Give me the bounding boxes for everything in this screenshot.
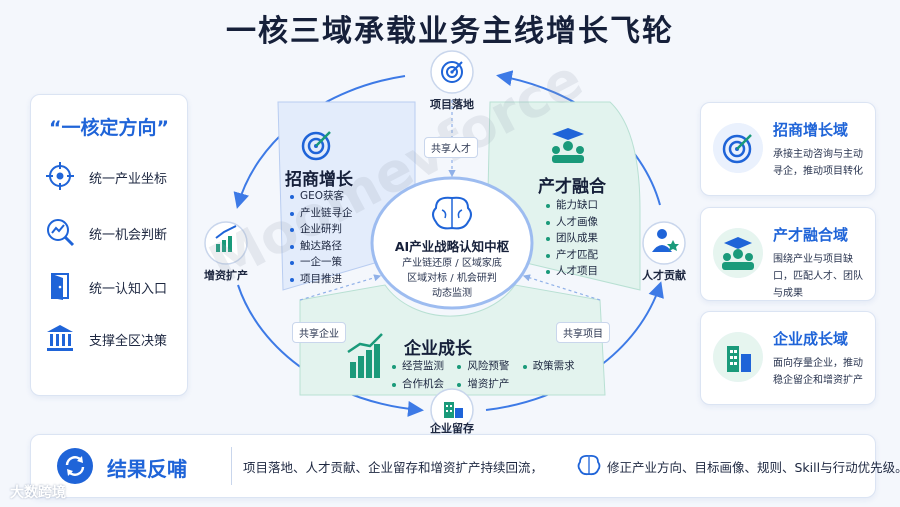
- bar-chart-icon: [347, 333, 383, 378]
- target-icon: [713, 123, 763, 173]
- right-card-chancai: 产才融合域 围绕产业与项目缺口，匹配人才、团队与成果: [700, 207, 876, 301]
- bottom-text-2: 修正产业方向、目标画像、规则、Skill与行动优先级。: [607, 460, 900, 475]
- target-icon: [441, 61, 463, 83]
- left-item-label: 统一产业坐标: [89, 172, 168, 187]
- sector-zhaoshang-list: GEO获客 产业链寻企 企业研判 触达路径 一企一策 项目推进: [290, 188, 353, 287]
- left-item-4: 支撑全区决策: [45, 323, 185, 353]
- right-card-title: 企业成长域: [773, 330, 849, 348]
- left-panel-title: “一核定方向”: [49, 117, 169, 139]
- brain-icon: [577, 454, 601, 476]
- right-card-title: 招商增长域: [773, 121, 849, 139]
- sector-qiye-list-row1: 经营监测 风险预警 政策需求: [392, 358, 575, 375]
- left-item-label: 统一认知入口: [89, 282, 168, 297]
- right-card-text: 面向存量企业，推动稳企留企和增资扩产: [773, 358, 863, 386]
- right-card-zhaoshang: 招商增长域 承接主动咨询与主动寻企，推动项目转化: [700, 102, 876, 196]
- bank-icon: [47, 325, 73, 351]
- list-item: 一企一策: [290, 254, 353, 271]
- bar-growth-icon: [215, 225, 237, 252]
- list-item: 产才匹配: [546, 247, 598, 264]
- right-card-qiye: 企业成长域 面向存量企业，推动稳企留企和增资扩产: [700, 311, 876, 405]
- left-item-1: 统一产业坐标: [45, 161, 185, 191]
- center-hub-lines: 产业链还原 / 区域家底 区域对标 / 机会研判 动态监测: [382, 256, 522, 301]
- list-item: 团队成果: [546, 230, 598, 247]
- refresh-icon: [57, 448, 93, 484]
- share-label-top: 共享人才: [424, 137, 478, 158]
- brand-logo-text: 大数跨境: [10, 485, 66, 501]
- left-item-3: 统一认知入口: [45, 271, 185, 301]
- left-item-label: 支撑全区决策: [89, 334, 168, 349]
- node-bottom-label: 企业留存: [430, 422, 474, 435]
- bottom-divider: [231, 447, 232, 485]
- building-growth-icon: [713, 332, 763, 382]
- left-item-2: 统一机会判断: [45, 217, 185, 247]
- center-hub-line: 产业链还原 / 区域家底: [402, 258, 502, 269]
- list-item: 增资扩产: [457, 376, 509, 393]
- bottom-text-1: 项目落地、人才贡献、企业留存和增资扩产持续回流，: [243, 460, 544, 475]
- center-hub-line: 动态监测: [432, 288, 472, 299]
- right-card-text: 围绕产业与项目缺口，匹配人才、团队与成果: [773, 254, 863, 299]
- door-icon: [51, 273, 69, 300]
- sector-qiye-title: 企业成长: [404, 339, 472, 359]
- share-line-right: [522, 274, 601, 301]
- node-right-circle: [642, 221, 686, 265]
- sector-chancai-list: 能力缺口 人才画像 团队成果 产才匹配 人才项目: [546, 197, 598, 280]
- share-label-right: 共享项目: [556, 322, 610, 343]
- list-item: 人才项目: [546, 263, 598, 280]
- list-item: 产业链寻企: [290, 205, 353, 222]
- node-left-label: 增资扩产: [204, 269, 248, 282]
- building-icon: [444, 402, 463, 418]
- talent-group-icon: [713, 228, 763, 278]
- center-hub-line: 区域对标 / 机会研判: [407, 273, 497, 284]
- sector-zhaoshang-title: 招商增长: [285, 170, 353, 190]
- brain-icon: [432, 196, 472, 230]
- list-item: 企业研判: [290, 221, 353, 238]
- list-item: 触达路径: [290, 238, 353, 255]
- bottom-title: 结果反哺: [107, 457, 187, 481]
- crosshair-icon: [46, 162, 74, 190]
- list-item: 项目推进: [290, 271, 353, 288]
- target-dart-icon: [301, 131, 331, 161]
- node-right-label: 人才贡献: [642, 269, 686, 282]
- list-item: 风险预警: [457, 358, 509, 375]
- center-hub: [370, 176, 534, 310]
- sector-qiye-list-row2: 合作机会 增资扩产: [392, 376, 509, 393]
- left-panel: “一核定方向” 统一产业坐标 统一机会判断 统一认知入口: [30, 94, 188, 396]
- person-star-icon: [652, 229, 679, 252]
- bottom-panel: 结果反哺 项目落地、人才贡献、企业留存和增资扩产持续回流， 修正产业方向、目标画…: [30, 434, 900, 498]
- trend-search-icon: [47, 219, 75, 247]
- right-card-text: 承接主动咨询与主动寻企，推动项目转化: [773, 149, 863, 177]
- list-item: 合作机会: [392, 376, 444, 393]
- share-label-left: 共享企业: [292, 322, 346, 343]
- page-title: 一核三域承载业务主线增长飞轮: [226, 14, 674, 49]
- graduate-group-icon: [552, 128, 584, 163]
- list-item: 经营监测: [392, 358, 444, 375]
- list-item: GEO获客: [290, 188, 353, 205]
- list-item: 政策需求: [522, 358, 575, 375]
- list-item: 能力缺口: [546, 197, 598, 214]
- node-top-label: 项目落地: [430, 98, 474, 111]
- left-item-label: 统一机会判断: [89, 228, 168, 243]
- center-hub-title: AI产业战略认知中枢: [394, 239, 510, 254]
- share-line-left: [299, 274, 382, 301]
- sector-chancai-title: 产才融合: [538, 177, 606, 197]
- right-card-title: 产才融合域: [773, 226, 849, 244]
- list-item: 人才画像: [546, 214, 598, 231]
